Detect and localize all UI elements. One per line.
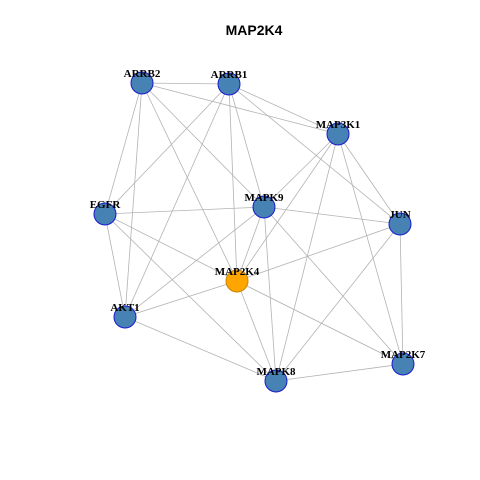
edge-egfr-akt1	[104, 213, 126, 318]
node-label-mapk8: MAPK8	[256, 366, 296, 378]
edge-mapk9-mapk8	[263, 206, 277, 382]
node-label-jun: JUN	[389, 209, 410, 221]
node-mapk8: MAPK8	[256, 366, 296, 393]
edge-mapk9-jun	[263, 206, 401, 225]
node-label-arrb1: ARRB1	[211, 69, 248, 81]
node-jun: JUN	[388, 209, 412, 236]
edge-arrb2-egfr	[104, 82, 143, 215]
edge-map3k1-mapk8	[275, 133, 339, 382]
edge-map3k1-jun	[337, 133, 401, 225]
node-circle-map2k4	[225, 269, 249, 293]
node-label-map2k4: MAP2K4	[215, 266, 260, 278]
edge-akt1-mapk8	[124, 316, 277, 382]
edge-arrb1-jun	[228, 83, 401, 225]
edge-jun-map2k7	[399, 223, 404, 365]
node-label-map2k7: MAP2K7	[381, 349, 426, 361]
node-circle-mapk8	[264, 369, 288, 393]
edge-arrb1-akt1	[124, 83, 230, 318]
node-label-egfr: EGFR	[90, 199, 122, 211]
edge-akt1-map2k4	[124, 280, 238, 318]
edge-mapk9-map2k4	[236, 206, 265, 282]
edge-arrb2-map3k1	[141, 82, 339, 135]
edge-arrb2-mapk9	[141, 82, 265, 208]
edge-egfr-mapk8	[104, 213, 277, 382]
node-circle-map3k1	[326, 122, 350, 146]
node-mapk9: MAPK9	[244, 192, 284, 219]
node-circle-map2k7	[391, 352, 415, 376]
node-label-akt1: AKT1	[110, 302, 139, 314]
node-arrb1: ARRB1	[211, 69, 248, 96]
edge-layer	[104, 82, 404, 382]
edge-map3k1-mapk9	[263, 133, 339, 208]
edge-mapk9-map2k7	[263, 206, 404, 365]
edge-map3k1-map2k7	[337, 133, 404, 365]
node-arrb2: ARRB2	[124, 68, 161, 95]
edge-map2k4-mapk8	[236, 280, 277, 382]
edge-arrb1-map3k1	[228, 83, 339, 135]
node-circle-akt1	[113, 305, 137, 329]
edge-arrb1-map2k4	[228, 83, 238, 282]
node-circle-mapk9	[252, 195, 276, 219]
edge-map2k7-mapk8	[275, 363, 404, 382]
edge-egfr-map2k4	[104, 213, 238, 282]
node-akt1: AKT1	[110, 302, 140, 329]
edge-arrb2-arrb1	[141, 82, 230, 85]
graph-title: MAP2K4	[226, 22, 283, 38]
node-label-map3k1: MAP3K1	[316, 119, 361, 131]
edge-arrb1-mapk9	[228, 83, 265, 208]
node-circle-jun	[388, 212, 412, 236]
node-map3k1: MAP3K1	[316, 119, 361, 146]
node-map2k4: MAP2K4	[215, 266, 260, 293]
node-circle-arrb2	[130, 71, 154, 95]
edge-egfr-mapk9	[104, 206, 265, 215]
edge-mapk9-akt1	[124, 206, 265, 318]
edge-map3k1-map2k4	[236, 133, 339, 282]
edge-arrb2-map2k4	[141, 82, 238, 282]
node-egfr: EGFR	[90, 199, 122, 226]
edge-arrb2-akt1	[124, 82, 143, 318]
node-map2k7: MAP2K7	[381, 349, 426, 376]
node-circle-egfr	[93, 202, 117, 226]
node-label-mapk9: MAPK9	[244, 192, 284, 204]
edge-jun-map2k4	[236, 223, 401, 282]
node-circle-arrb1	[217, 72, 241, 96]
edge-jun-mapk8	[275, 223, 401, 382]
node-label-arrb2: ARRB2	[124, 68, 161, 80]
edge-arrb1-egfr	[104, 83, 230, 215]
edge-map2k4-map2k7	[236, 280, 404, 365]
